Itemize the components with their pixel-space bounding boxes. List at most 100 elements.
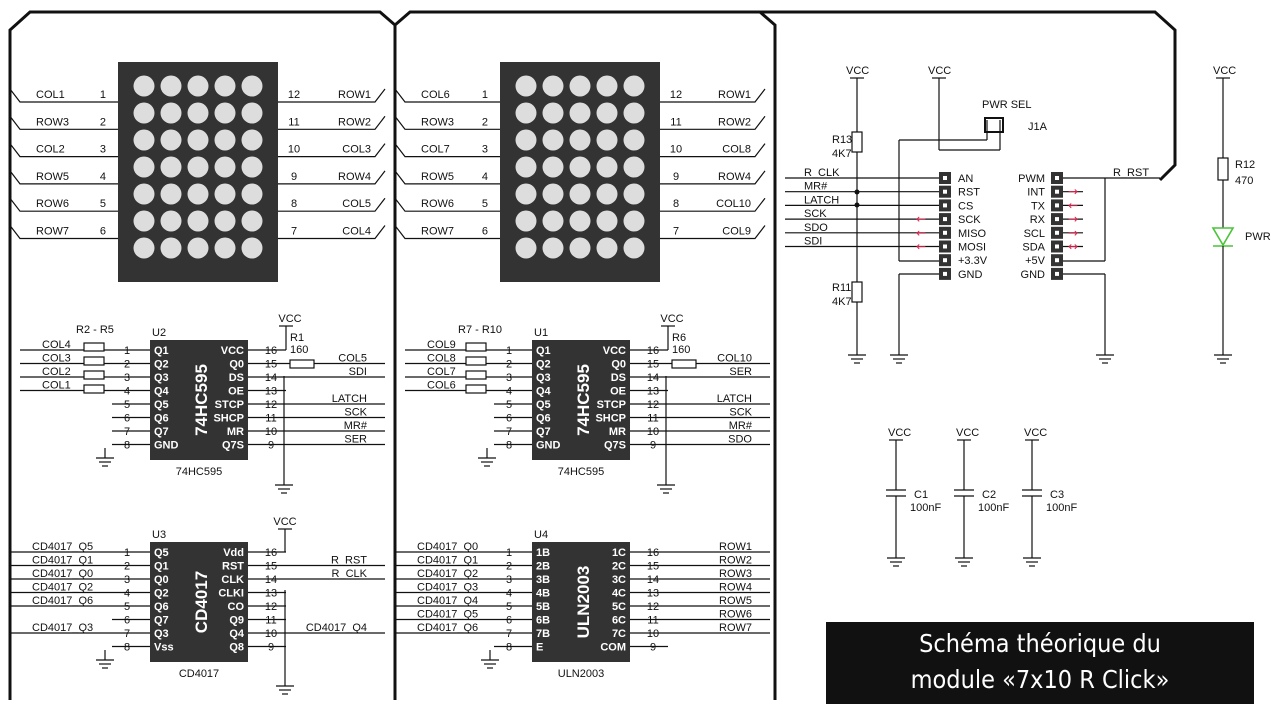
resistor [289,359,315,369]
pin-number: 10 [265,426,277,438]
pin-name: 5B [536,601,550,613]
cap-value: 100nF [910,502,941,514]
direction-arrow: → [1068,226,1078,240]
header-pin-label: CS [958,200,973,212]
header-pin-label: MOSI [958,242,986,254]
matrix-led-dot [214,102,236,124]
pin-name: OE [610,386,626,398]
matrix-led-dot [515,129,537,151]
net-label: CD4017_Q4 [417,595,478,607]
matrix-led-dot [214,237,236,259]
pin-number: 12 [288,89,300,101]
matrix-led-dot [596,129,618,151]
wire [394,88,500,103]
pin-number: 4 [124,386,130,398]
header-pin-hole [943,217,947,222]
pin-name: 7C [612,628,626,640]
ground-symbol [1214,345,1232,364]
matrix-led-dot [542,210,564,232]
pin-name: CO [228,601,245,613]
pin-number: 2 [100,116,106,128]
ground-symbol [276,676,294,695]
pin-number: 9 [650,642,656,654]
resistor [671,359,697,369]
wire [9,197,118,212]
matrix-led-dot [596,183,618,205]
pin-name: MR [227,426,244,438]
wire [660,170,766,185]
net-label: ROW6 [421,198,454,210]
pin-name: Q1 [154,345,169,357]
resistor-ref: R2 - R5 [76,324,114,336]
matrix-led-dot [133,210,155,232]
pin-number: 9 [291,171,297,183]
net-label: ROW2 [338,116,371,128]
vcc-label: VCC [888,427,911,439]
net-label: COL6 [421,89,450,101]
ic-body [150,340,248,460]
ic-caption: 74HC595 [176,466,222,478]
net-label: R_CLK [332,568,368,580]
pin-name: Q7 [536,426,551,438]
pin-number: 11 [670,116,681,128]
net-label: COL4 [342,226,371,238]
pin-number: 15 [647,359,659,371]
pin-number: 11 [647,615,658,627]
net-label: ROW1 [718,89,751,101]
matrix-led-dot [187,210,209,232]
pin-name: Q0 [611,359,626,371]
net-label: CD4017_Q6 [32,595,93,607]
pin-number: 7 [506,426,512,438]
header-pin-hole [943,271,947,276]
header-pin-hole [1055,203,1059,208]
pin-number: 4 [506,588,512,600]
matrix-led-dot [596,237,618,259]
net-label: SCK [344,407,367,419]
net-label: CD4017_Q1 [32,555,93,567]
matrix-led-dot [160,102,182,124]
pin-name: Q3 [154,628,169,640]
net-label: ROW4 [719,582,752,594]
ic-name: 74HC595 [192,364,211,436]
pin-name: Q4 [536,386,552,398]
pin-name: CLK [221,574,244,586]
pin-name: Q5 [154,399,169,411]
board-outline [8,10,1177,700]
pin-number: 3 [124,574,130,586]
wire [278,88,386,103]
ground-symbol [890,345,908,364]
matrix-led-dot [133,156,155,178]
net-label: SER [729,366,752,378]
net-label: ROW5 [719,595,752,607]
pin-number: 5 [124,601,130,613]
matrix-led-dot [133,237,155,259]
resistor-r11 [851,281,863,303]
pin-number: 11 [647,413,658,425]
header-pin-label: SCK [958,214,981,226]
resistor [83,370,105,380]
header-pin-label: GND [1021,269,1046,281]
resistor [83,356,105,366]
header-pin-hole [1055,244,1059,249]
matrix-led-dot [187,75,209,97]
net-label: SDI [804,236,822,248]
pin-name: Vss [154,642,174,654]
ground-symbol [657,475,675,494]
pin-number: 12 [265,399,277,411]
pin-number: 10 [647,628,659,640]
matrix-led-dot [241,102,263,124]
jumper: PWR SEL J1A [982,99,1048,133]
vcc-label: VCC [278,313,301,325]
matrix-led-dot [160,75,182,97]
matrix-led-dot [241,156,263,178]
pin-number: 6 [124,413,130,425]
pin-number: 5 [506,399,512,411]
net-label: CD4017_Q3 [417,582,478,594]
pin-number: 13 [647,386,659,398]
pin-name: MR [609,426,626,438]
pin-name: 6B [536,615,550,627]
matrix-led-dot [214,210,236,232]
resistor [465,342,487,352]
